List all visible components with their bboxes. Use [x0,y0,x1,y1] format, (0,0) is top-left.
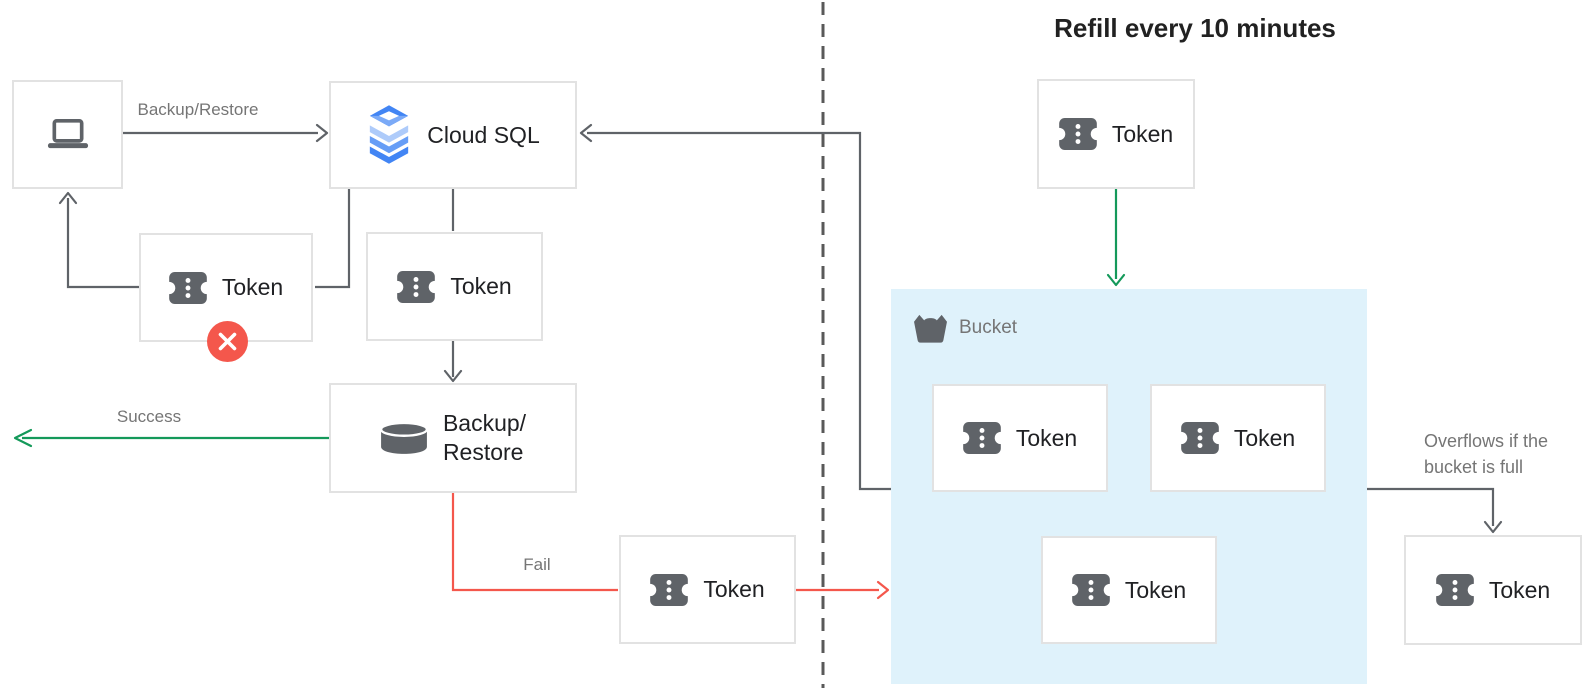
edge-overflow [1367,487,1495,526]
refill-title: Refill every 10 minutes [1054,13,1336,43]
edge-bucket-to-cloudsql [587,131,891,491]
token-label: Token [1233,424,1296,451]
arrowhead-into-cloudsql-left [315,123,329,143]
token-label: Token [1111,120,1174,147]
edge-label-overflow: Overflows if the bucket is full [1424,431,1549,478]
arrowhead-overflow [1483,520,1503,534]
node-token-in-bucket-1: Token [932,384,1108,492]
arrowhead-into-client [58,191,78,205]
token-icon [1071,574,1110,606]
token-icon [397,270,436,303]
laptop-icon [46,119,90,150]
arrowhead-success [13,428,33,448]
edge-cloudsql-to-rejected-token [315,189,351,289]
arrowhead-refill [1106,273,1126,287]
token-label: Token [1124,576,1187,603]
node-client [12,80,123,189]
edge-label-backup-restore: Backup/Restore [137,100,259,119]
token-label: Token [450,273,512,299]
node-token-failed: Token [619,535,796,644]
token-label: Token [221,274,284,300]
edge-label-fail: Fail [523,555,551,574]
arrowhead-into-bucket [876,580,890,600]
token-label: Token [703,576,765,602]
node-backup-restore: Backup/ Restore [329,383,577,493]
token-icon [650,573,689,606]
token-icon [1435,574,1474,606]
error-x-badge [207,321,248,362]
arrowhead-into-backup [443,369,463,383]
node-token-overflow: Token [1404,535,1582,645]
backup-restore-label: Backup/ Restore [442,410,527,465]
cloud-sql-label: Cloud SQL [427,121,540,148]
bucket-icon [913,312,948,343]
cloud-sql-icon [366,105,412,165]
database-icon [379,421,428,455]
token-label: Token [1488,576,1551,603]
node-token-request: Token [366,232,543,341]
token-icon [168,271,207,304]
node-token-in-bucket-2: Token [1150,384,1326,492]
bucket-header: Bucket [913,312,1017,343]
node-token-rejected: Token [139,233,313,342]
token-icon [1180,422,1219,454]
token-icon [962,422,1001,454]
token-icon [1058,118,1097,150]
token-label: Token [1015,424,1078,451]
edge-rejected-token-to-client [66,198,139,289]
bucket-label: Bucket [959,316,1018,338]
node-token-refill: Token [1037,79,1195,189]
node-token-in-bucket-3: Token [1041,536,1217,644]
arrowhead-into-cloudsql-right [579,123,593,143]
node-cloud-sql: Cloud SQL [329,81,577,189]
edge-fail [451,493,618,592]
edge-label-success: Success [116,407,182,426]
